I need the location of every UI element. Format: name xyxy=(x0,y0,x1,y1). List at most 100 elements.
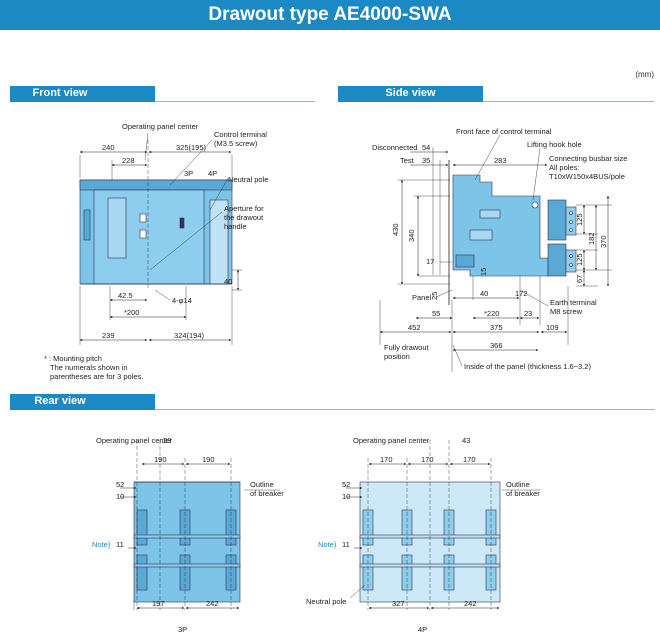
side-view-labels: Front face of control terminal Lifting h… xyxy=(372,127,627,371)
front-dim-200: *200 xyxy=(124,308,139,317)
front-control-terminal: Control terminal xyxy=(214,130,267,139)
rear-4p-outline-1: Outline xyxy=(506,480,530,489)
side-dim-366: 366 xyxy=(490,341,503,350)
side-dim-370: 370 xyxy=(599,235,608,248)
side-dim-54: 54 xyxy=(422,143,430,152)
rear-4p-dim-11: 11 xyxy=(342,540,350,549)
side-dim-15: 15 xyxy=(479,268,488,276)
front-dim-42-5: 42.5 xyxy=(118,291,133,300)
rear-3p-note: Note) xyxy=(92,540,111,549)
front-label-3p: 3P xyxy=(184,169,193,178)
side-view-label: Side view xyxy=(385,87,436,99)
side-test: Test xyxy=(400,156,415,165)
front-view-label: Front view xyxy=(32,87,88,99)
front-dim-228: 228 xyxy=(122,156,135,165)
rear-3p-dim-190b: 190 xyxy=(202,455,215,464)
front-aperture-3: handle xyxy=(224,222,247,231)
side-busbar-upper xyxy=(547,199,567,241)
side-dim-182: 182 xyxy=(587,232,596,245)
side-earth-spec: M8 screw xyxy=(550,307,583,316)
rear-3p-dim-197: 197 xyxy=(152,599,165,608)
rear-3p-operating-panel-center: Operating panel center xyxy=(96,436,173,445)
side-dim-375: 375 xyxy=(490,323,503,332)
side-dim-17: 17 xyxy=(426,257,434,266)
rear-4p-dim-52: 52 xyxy=(342,480,350,489)
rear-4p-drawing xyxy=(346,440,540,610)
side-view-header: Side view xyxy=(338,86,654,102)
front-control-terminal-spec: (M3.5 screw) xyxy=(214,139,258,148)
rear-view-label: Rear view xyxy=(34,395,86,407)
side-dim-109: 109 xyxy=(546,323,559,332)
page-title: Drawout type AE4000-SWA xyxy=(208,4,452,25)
side-dim-23: 23 xyxy=(524,309,532,318)
side-front-face: Front face of control terminal xyxy=(456,127,552,136)
front-view-labels: Operating panel center Control terminal … xyxy=(102,122,268,340)
rear-4p-labels: Operating panel center 43 170 170 170 52… xyxy=(306,436,540,634)
rear-4p-neutral-pole: Neutral pole xyxy=(306,597,346,606)
side-breaker-body xyxy=(452,174,549,277)
rear-3p-caption: 3P xyxy=(178,625,187,634)
front-view-drawing xyxy=(79,132,242,345)
front-aperture-2: the drawout xyxy=(224,213,264,222)
rear-3p-dim-52: 52 xyxy=(116,480,124,489)
side-dim-25: 25 xyxy=(430,292,439,300)
rear-3p-outline-1: Outline xyxy=(250,480,274,489)
front-dim-hole: 4-φ14 xyxy=(172,296,192,305)
rear-3p-dim-23: 23 xyxy=(163,436,171,445)
side-dim-40: 40 xyxy=(480,289,488,298)
side-busbar-lower xyxy=(547,243,567,277)
rear-view-header: Rear view xyxy=(10,394,655,410)
side-panel: Panel xyxy=(412,293,432,302)
rear-3p-drawing xyxy=(120,440,280,610)
side-dim-125b: 125 xyxy=(575,253,584,266)
rear-4p-operating-panel-center: Operating panel center xyxy=(353,436,430,445)
rear-4p-outline-2: of breaker xyxy=(506,489,540,498)
note-line-1: * : Mounting pitch xyxy=(44,354,102,363)
side-lifting-hook: Lifting hook hole xyxy=(527,140,582,149)
side-dim-67: 67 xyxy=(575,275,584,283)
front-label-4p: 4P xyxy=(208,169,217,178)
front-operating-panel-center: Operating panel center xyxy=(122,122,199,131)
title-bar: Drawout type AE4000-SWA xyxy=(0,0,660,30)
side-dim-430: 430 xyxy=(391,223,400,236)
note-line-3: parentheses are for 3 poles. xyxy=(50,372,144,381)
side-fully-drawout-1: Fully drawout xyxy=(384,343,430,352)
front-view-header: Front view xyxy=(10,86,315,102)
side-dim-172: 172 xyxy=(515,289,528,298)
side-fully-drawout-2: position xyxy=(384,352,410,361)
front-neutral-pole-label: Neutral pole xyxy=(228,175,268,184)
front-dim-240: 240 xyxy=(102,143,115,152)
side-disconnected: Disconnected xyxy=(372,143,417,152)
side-dim-55: 55 xyxy=(432,309,440,318)
side-dim-283: 283 xyxy=(494,156,507,165)
side-inside-panel: Inside of the panel (thickness 1.6~3.2) xyxy=(464,362,591,371)
rear-4p-dim-170a: 170 xyxy=(380,455,393,464)
rear-3p-dim-11: 11 xyxy=(116,540,124,549)
rear-4p-note: Note) xyxy=(318,540,337,549)
front-dim-239: 239 xyxy=(102,331,115,340)
side-dim-452: 452 xyxy=(408,323,421,332)
front-dim-324: 324(194) xyxy=(174,331,205,340)
side-connecting-busbar: Connecting busbar size xyxy=(549,154,627,163)
rear-3p-dim-242: 242 xyxy=(206,599,219,608)
rear-4p-dim-170b: 170 xyxy=(421,455,434,464)
front-dim-325: 325(195) xyxy=(176,143,207,152)
rear-3p-outline-2: of breaker xyxy=(250,489,284,498)
rear-4p-dim-327: 327 xyxy=(392,599,405,608)
rear-4p-dim-242: 242 xyxy=(464,599,477,608)
rear-4p-dim-170c: 170 xyxy=(463,455,476,464)
rear-4p-dim-43: 43 xyxy=(462,436,470,445)
rear-3p-dim-190a: 190 xyxy=(154,455,167,464)
side-busbar-spec: T10xW150x4BUS/pole xyxy=(549,172,625,181)
front-aperture-1: Aperture for xyxy=(224,204,264,213)
side-dim-220: *220 xyxy=(484,309,499,318)
unit-label: (mm) xyxy=(635,70,654,79)
rear-4p-dim-10: 10 xyxy=(342,492,350,501)
rear-4p-caption: 4P xyxy=(418,625,427,634)
mounting-pitch-note: * : Mounting pitch The numerals shown in… xyxy=(44,354,143,381)
side-earth-terminal: Earth terminal xyxy=(550,298,597,307)
side-dim-125a: 125 xyxy=(575,213,584,226)
side-all-poles: All poles: xyxy=(549,163,579,172)
side-dim-35: 35 xyxy=(422,156,430,165)
note-line-2: The numerals shown in xyxy=(50,363,128,372)
